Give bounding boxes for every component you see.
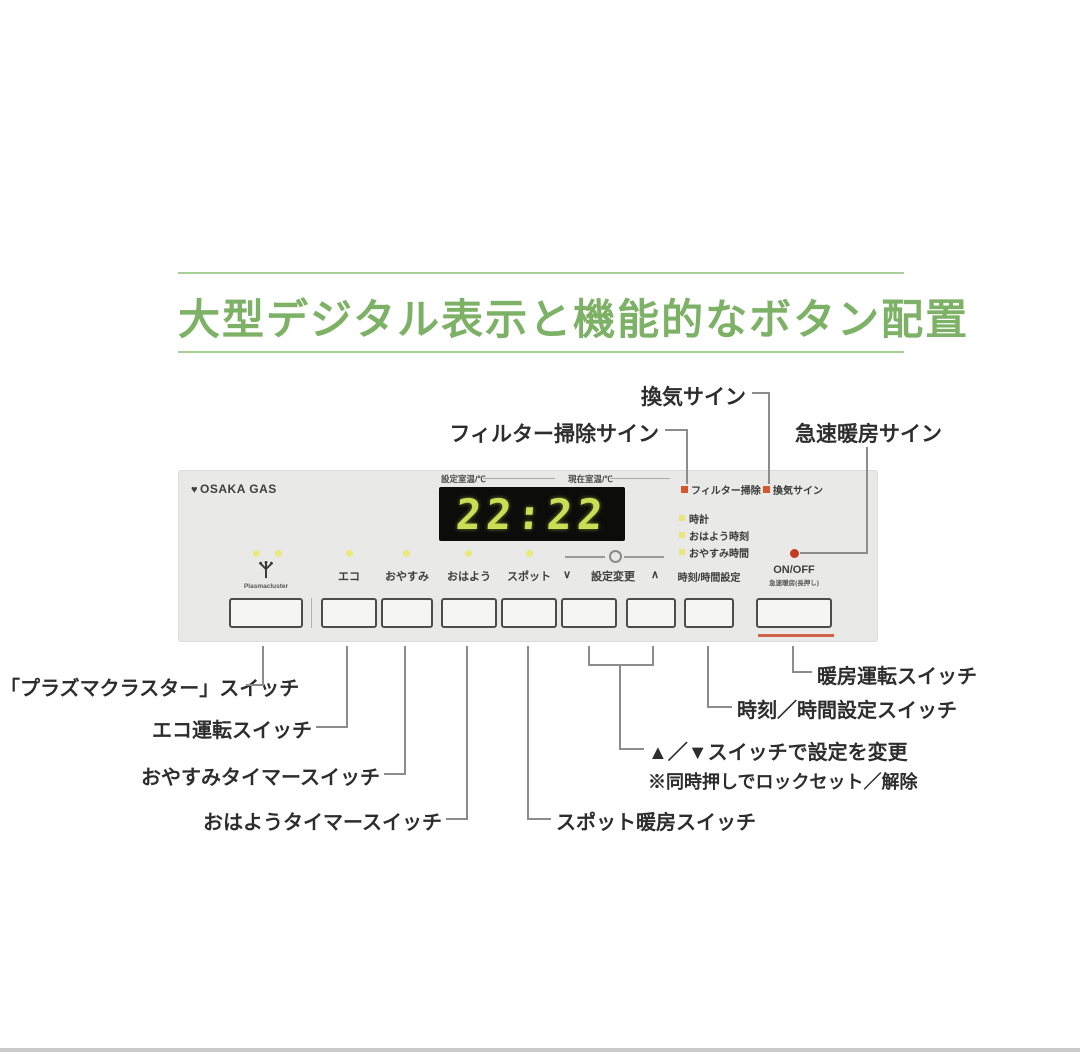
- connector-plasma-h: [246, 684, 264, 686]
- callout-ohayou-switch: おはようタイマースイッチ: [203, 812, 442, 834]
- ohayou-button: [441, 598, 497, 628]
- rapid-heat-lamp-icon: [790, 549, 799, 558]
- current-temp-rule: [610, 478, 670, 479]
- connector-rapid-h: [800, 552, 868, 554]
- connector-time-h: [707, 706, 732, 708]
- connector-eco-v: [346, 646, 348, 728]
- led-eco-icon: [346, 550, 353, 557]
- callout-filter-sign: フィルター掃除サイン: [449, 423, 659, 446]
- control-panel: ♥OSAKA GAS 設定室温/℃ 現在室温/℃ 22:22 フィルター掃除 換…: [178, 470, 878, 642]
- callout-spot-switch: スポット暖房スイッチ: [556, 812, 756, 834]
- spot-caption: スポット: [507, 571, 551, 583]
- clock-lamp-icon: [679, 515, 685, 521]
- oyasumi-button: [381, 598, 433, 628]
- setting-up-button: [626, 598, 676, 628]
- oyasumi-caption: おやすみ: [385, 571, 429, 583]
- connector-oyasumi-h: [384, 773, 406, 775]
- title-rule-top: [178, 272, 904, 274]
- wake-time-lamp-icon: [679, 532, 685, 538]
- down-arrow-caption: ∨: [562, 569, 572, 581]
- plasmacluster-caption: Plasmacluster: [243, 583, 289, 590]
- set-temp-rule: [483, 478, 555, 479]
- connector-updown-bridge: [588, 664, 654, 666]
- connector-vent-v: [768, 392, 770, 484]
- title-rule-bottom: [178, 351, 904, 353]
- callout-oyasumi-switch: おやすみタイマースイッチ: [141, 767, 380, 789]
- led-oyasumi-icon: [403, 550, 410, 557]
- brand-text: OSAKA GAS: [200, 482, 277, 496]
- connector-filter-h: [665, 429, 688, 431]
- callout-updown-note: ※同時押しでロックセット／解除: [648, 772, 918, 792]
- setting-change-caption: 設定変更: [591, 571, 635, 583]
- osaka-gas-logo: ♥OSAKA GAS: [191, 482, 277, 496]
- connector-filter-v: [686, 429, 688, 484]
- filter-lamp-icon: [681, 486, 688, 493]
- led-plasmacluster-1-icon: [253, 550, 260, 557]
- connector-heating-h: [792, 671, 812, 673]
- connector-updown-h: [619, 748, 644, 750]
- connector-plasma-v: [262, 646, 264, 686]
- callout-eco-switch: エコ運転スイッチ: [152, 720, 312, 742]
- callout-vent-sign: 換気サイン: [641, 386, 746, 409]
- connector-rapid-v: [866, 447, 868, 554]
- lock-line-right: [624, 556, 664, 558]
- wake-time-lamp-label: おはよう時刻: [689, 532, 749, 543]
- onoff-button: [756, 598, 832, 628]
- osaka-gas-logo-mark-icon: ♥: [191, 484, 199, 496]
- connector-updown-v2: [652, 646, 654, 666]
- connector-eco-h: [316, 726, 348, 728]
- connector-ohayou-h: [446, 818, 468, 820]
- led-spot-icon: [526, 550, 533, 557]
- display-value: 22:22: [454, 489, 610, 539]
- digital-display: 22:22: [439, 487, 625, 541]
- up-arrow-caption: ∧: [650, 569, 660, 581]
- eco-button: [321, 598, 377, 628]
- callout-rapid-heat-sign: 急速暖房サイン: [795, 423, 942, 446]
- bottom-edge-bar: [0, 1048, 1080, 1052]
- connector-oyasumi-v: [404, 646, 406, 775]
- filter-lamp-label: フィルター掃除: [691, 486, 761, 497]
- connector-vent-h: [752, 392, 770, 394]
- callout-updown-switch: ▲／▼スイッチで設定を変更: [648, 742, 908, 764]
- setting-down-button: [561, 598, 617, 628]
- time-setting-caption: 時刻/時間設定: [677, 573, 741, 584]
- callout-plasmacluster-switch: 「プラズマクラスター」スイッチ: [0, 678, 300, 700]
- spot-button: [501, 598, 557, 628]
- ohayou-caption: おはよう: [447, 571, 491, 583]
- sleep-time-lamp-icon: [679, 549, 685, 555]
- time-setting-button: [684, 598, 734, 628]
- sleep-time-lamp-label: おやすみ時間: [689, 549, 749, 560]
- callout-time-switch: 時刻／時間設定スイッチ: [737, 700, 957, 722]
- eco-caption: エコ: [338, 571, 360, 583]
- clock-lamp-label: 時計: [689, 515, 709, 526]
- lock-line-left: [565, 556, 605, 558]
- connector-updown-v1: [588, 646, 590, 666]
- connector-spot-v: [527, 646, 529, 820]
- onoff-caption: ON/OFF: [773, 564, 815, 576]
- led-ohayou-icon: [465, 550, 472, 557]
- button-divider: [311, 598, 312, 628]
- connector-spot-h: [527, 818, 551, 820]
- lock-icon: [609, 550, 622, 563]
- plasmacluster-button: [229, 598, 303, 628]
- led-plasmacluster-2-icon: [275, 550, 282, 557]
- connector-heating-v: [792, 646, 794, 673]
- vent-lamp-icon: [763, 486, 770, 493]
- onoff-subcaption: 急速暖房(長押し): [769, 580, 819, 587]
- page-title: 大型デジタル表示と機能的なボタン配置: [178, 296, 970, 343]
- onoff-red-underline: [758, 634, 834, 637]
- set-temp-label: 設定室温/℃: [441, 474, 486, 484]
- connector-updown-stem: [619, 664, 621, 750]
- callout-heating-switch: 暖房運転スイッチ: [817, 666, 977, 688]
- current-temp-label: 現在室温/℃: [568, 474, 613, 484]
- connector-time-v: [707, 646, 709, 708]
- plasmacluster-icon: [259, 561, 273, 579]
- connector-ohayou-v: [466, 646, 468, 820]
- vent-lamp-label: 換気サイン: [773, 486, 823, 497]
